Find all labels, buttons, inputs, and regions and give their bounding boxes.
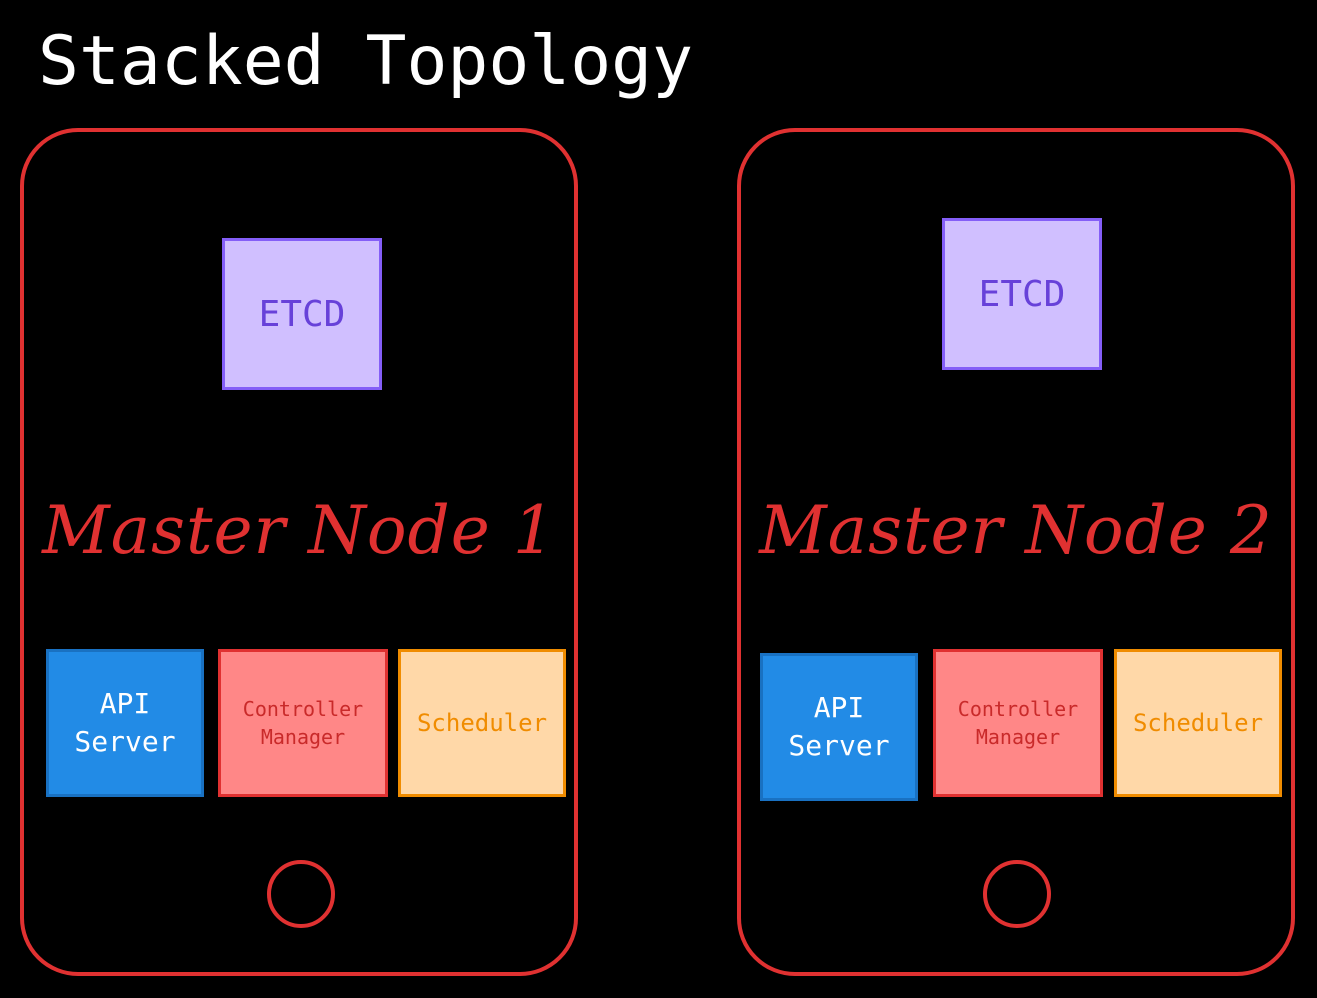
- etcd-box: ETCD: [942, 218, 1102, 370]
- scheduler-box: Scheduler: [1114, 649, 1282, 797]
- home-button-icon: [983, 860, 1051, 928]
- home-button-icon: [267, 860, 335, 928]
- page-title: Stacked Topology: [38, 22, 694, 101]
- api-server-box: API Server: [760, 653, 918, 801]
- master-node-1: ETCD Master Node 1 API Server Controller…: [20, 128, 578, 976]
- controller-manager-box: Controller Manager: [218, 649, 388, 797]
- api-server-box: API Server: [46, 649, 204, 797]
- controller-manager-box: Controller Manager: [933, 649, 1103, 797]
- master-node-2: ETCD Master Node 2 API Server Controller…: [737, 128, 1295, 976]
- node-label: Master Node 2: [759, 492, 1273, 569]
- scheduler-box: Scheduler: [398, 649, 566, 797]
- etcd-box: ETCD: [222, 238, 382, 390]
- node-label: Master Node 1: [42, 492, 556, 569]
